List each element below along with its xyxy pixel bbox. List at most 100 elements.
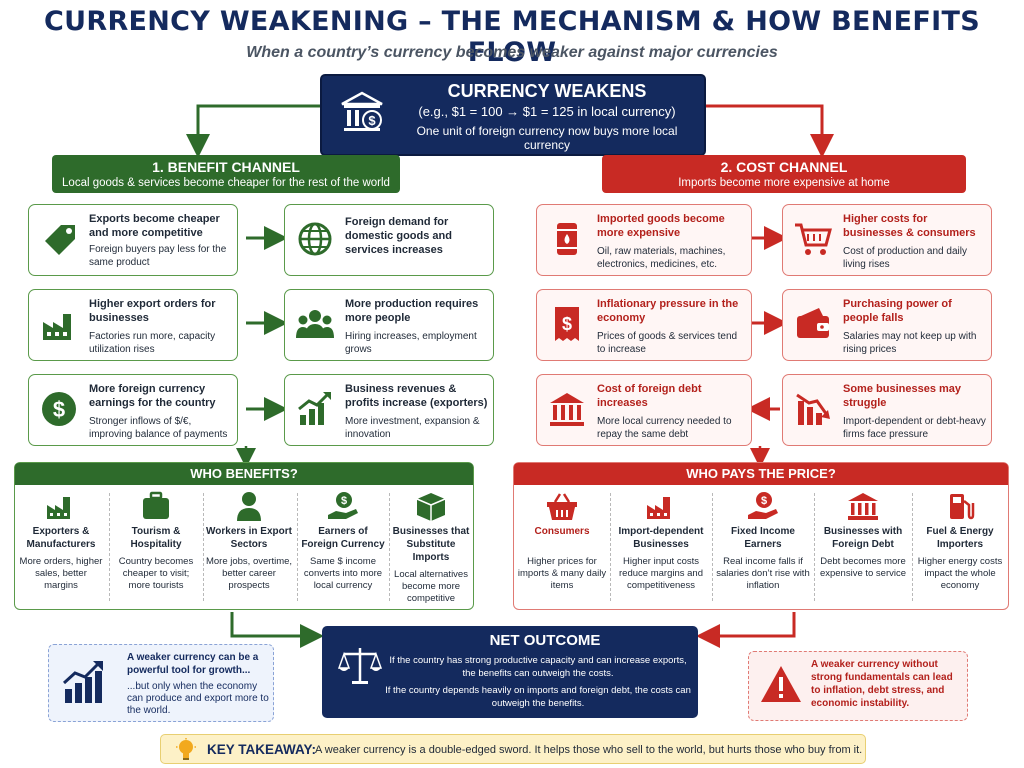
scales-icon [338,648,382,684]
column-divider [814,493,815,601]
payer-import-dependent: Import-dependent Businesses Higher input… [612,489,710,605]
beneficiary-exporters: Exporters & Manufacturers More orders, h… [19,489,103,605]
payer-consumers: Consumers Higher prices for imports & ma… [516,489,608,605]
currency-weakens-example: (e.g., $1 = 100 → $1 = 125 in local curr… [418,104,676,119]
page-title: CURRENCY WEAKENING – THE MECHANISM & HOW… [44,6,980,68]
beneficiary-desc: More jobs, overtime, better career prosp… [205,556,293,591]
growth-chart-icon [62,661,103,703]
card-desc: Prices of goods & services tend to incre… [597,331,738,355]
card-title: Exports become cheaper and more competit… [89,213,220,239]
payer-title: Fixed Income Earners [731,526,795,550]
card-desc: More investment, expansion & innovation [345,416,480,440]
oil-barrel-icon [557,223,577,255]
benefit-card-exports-cheaper: Exports become cheaper and more competit… [28,204,238,276]
card-desc: Import-dependent or debt-heavy firms fac… [843,416,986,440]
price-tag-icon [45,225,75,255]
payer-title: Consumers [534,526,590,537]
factory-icon [47,497,70,519]
payer-desc: Real income falls if salaries don’t rise… [716,556,810,591]
cost-card-purchasing-power: Purchasing power of people falls Salarie… [782,289,992,361]
beneficiary-workers: Workers in Export Sectors More jobs, ove… [205,489,293,605]
payer-fixed-income: $ Fixed Income Earners Real income falls… [714,489,812,605]
payer-desc: Higher energy costs impact the whole eco… [917,556,1003,591]
column-divider [712,493,713,601]
card-desc: Foreign buyers pay less for the same pro… [89,244,227,268]
column-divider [610,493,611,601]
page-subtitle: When a country’s currency becomes weaker… [246,44,778,61]
column-divider [389,493,390,601]
benefit-channel-subtitle: Local goods & services become cheaper fo… [62,177,390,189]
card-title: Purchasing power of people falls [843,298,952,324]
benefit-channel-header: 1. BENEFIT CHANNEL Local goods & service… [52,155,400,193]
beneficiary-desc: Local alternatives become more competiti… [394,569,468,604]
benefit-card-revenues: Business revenues & profits increase (ex… [284,374,494,446]
column-divider [203,493,204,601]
beneficiary-desc: Same $ income converts into more local c… [303,556,383,591]
fuel-pump-icon [950,494,975,520]
dollar-coin-icon: $ [42,392,76,426]
benefit-card-foreign-earnings: $ More foreign currency earnings for the… [28,374,238,446]
declining-chart-icon [796,393,830,425]
card-desc: Stronger inflows of $/€, improving balan… [89,416,228,440]
factory-icon [43,314,71,340]
column-divider [297,493,298,601]
cost-card-businesses-struggle: Some businesses may struggle Import-depe… [782,374,992,446]
benefit-card-export-orders: Higher export orders for businesses Fact… [28,289,238,361]
cost-card-inflation: $ Inflationary pressure in the economy P… [536,289,752,361]
card-desc: Factories run more, capacity utilization… [89,331,216,355]
basket-icon [547,493,577,520]
card-title: Imported goods become more expensive [597,213,725,239]
card-title: Higher costs for businesses & consumers [843,213,976,239]
card-desc: Oil, raw materials, machines, electronic… [597,246,726,270]
cost-channel-title: 2. COST CHANNEL [720,159,848,175]
instability-note: A weaker currency without strong fundame… [748,651,968,721]
card-title: Foreign demand for domestic goods and se… [345,216,452,256]
payer-title: Import-dependent Businesses [618,526,704,550]
factory-icon [647,497,670,519]
payer-title: Fuel & Energy Importers [926,526,994,550]
payer-desc: Higher prices for imports & many daily i… [517,556,607,591]
people-icon [296,310,334,338]
who-benefits-panel: WHO BENEFITS? Exporters & Manufacturers … [14,462,474,610]
card-desc: More local currency needed to repay the … [597,416,732,440]
currency-weakens-description: One unit of foreign currency now buys mo… [416,124,678,152]
wallet-icon [797,308,829,338]
svg-text:$: $ [562,314,572,334]
card-title: Some businesses may struggle [843,383,962,409]
beneficiary-import-substitutes: Businesses that Substitute Imports Local… [391,489,471,605]
price-receipt-icon: $ [555,307,579,341]
beneficiary-title: Workers in Export Sectors [206,526,292,550]
growth-note: A weaker currency can be a powerful tool… [48,644,274,722]
net-outcome-title: NET OUTCOME [489,632,601,649]
payer-fuel-importers: Fuel & Energy Importers Higher energy co… [914,489,1006,605]
bank-icon [550,393,584,426]
card-title: Cost of foreign debt increases [597,383,702,409]
bank-icon [848,493,878,520]
payer-title: Businesses with Foreign Debt [823,526,903,550]
cost-card-foreign-debt: Cost of foreign debt increases More loca… [536,374,752,446]
key-takeaway-label: KEY TAKEAWAY: [207,742,317,757]
beneficiary-title: Businesses that Substitute Imports [392,526,470,563]
svg-text:$: $ [53,397,65,422]
growth-note-line2: ...but only when the economy can produce… [127,681,269,716]
beneficiary-title: Tourism & Hospitality [130,526,182,550]
beneficiary-desc: Country becomes cheaper to visit; more t… [118,556,194,591]
box-icon [416,493,446,521]
key-takeaway-text: A weaker currency is a double-edged swor… [315,744,863,756]
growth-note-line1: A weaker currency can be a powerful tool… [127,652,259,676]
cost-channel-header: 2. COST CHANNEL Imports become more expe… [602,155,966,193]
key-takeaway-banner: KEY TAKEAWAY: A weaker currency is a dou… [160,734,866,764]
beneficiary-tourism: Tourism & Hospitality Country becomes ch… [113,489,199,605]
suitcase-icon [143,491,169,519]
cost-card-imported-goods: Imported goods become more expensive Oil… [536,204,752,276]
card-title: More foreign currency earnings for the c… [89,383,216,409]
benefit-card-foreign-demand: Foreign demand for domestic goods and se… [284,204,494,276]
currency-weakens-title: CURRENCY WEAKENS [447,81,647,101]
globe-icon [298,222,332,256]
card-title: Business revenues & profits increase (ex… [345,383,488,409]
card-title: More production requires more people [345,298,479,324]
column-divider [912,493,913,601]
svg-text:$: $ [368,113,376,128]
benefit-channel-title: 1. BENEFIT CHANNEL [152,159,300,175]
bank-dollar-icon: $ [341,91,383,131]
